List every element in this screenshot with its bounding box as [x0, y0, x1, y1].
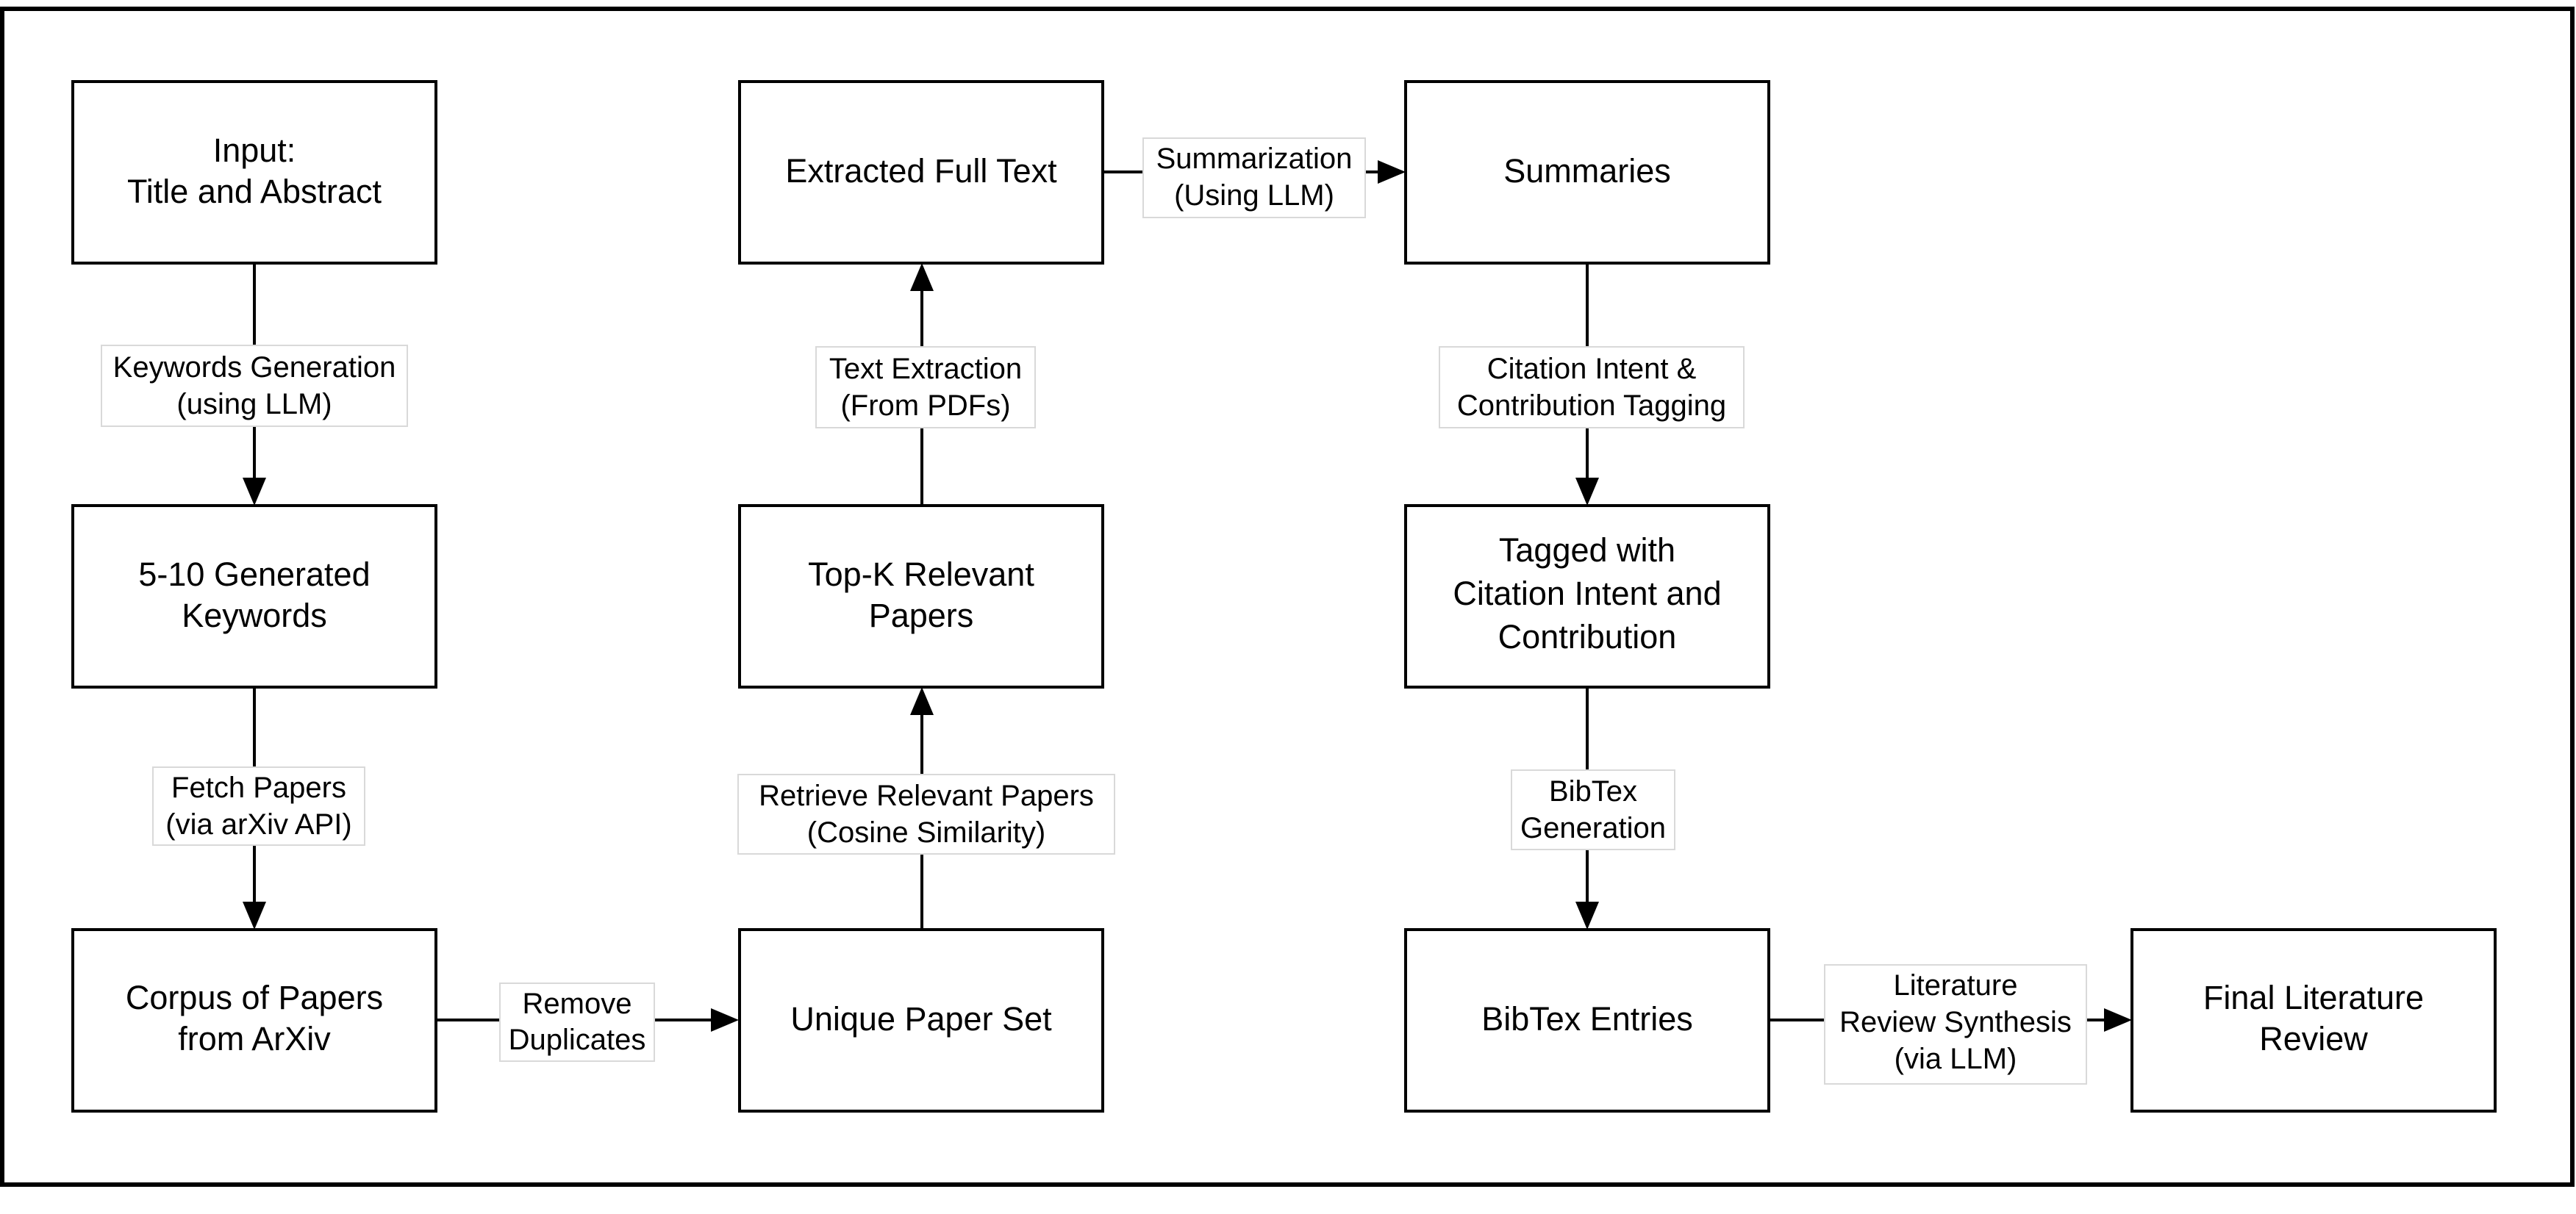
label-line: Contribution Tagging — [1457, 389, 1726, 422]
node-line: 5-10 Generated — [138, 556, 370, 593]
label-line: (using LLM) — [176, 388, 332, 420]
label-line: Summarization — [1156, 143, 1353, 175]
node-summaries: Summaries — [1404, 80, 1770, 265]
label-review-synthesis: Literature Review Synthesis (via LLM) — [1824, 964, 2087, 1085]
arrowhead — [910, 687, 934, 715]
arrowhead — [1575, 902, 1599, 930]
label-line: Fetch Papers — [171, 772, 346, 804]
node-bibtex-entries: BibTex Entries — [1404, 928, 1770, 1113]
node-line: Final Literature — [2203, 979, 2424, 1016]
label-line: Literature — [1894, 969, 2018, 1002]
arrowhead — [2104, 1008, 2132, 1032]
arrowhead — [910, 263, 934, 291]
node-topk: Top-K Relevant Papers — [738, 504, 1104, 689]
label-line: (From PDFs) — [840, 389, 1010, 422]
label-line: Generation — [1520, 812, 1666, 844]
node-line: Unique Paper Set — [790, 1000, 1052, 1038]
node-line: Tagged with — [1499, 531, 1675, 569]
label-line: Text Extraction — [829, 353, 1022, 385]
node-keywords: 5-10 Generated Keywords — [71, 504, 437, 689]
node-unique-papers: Unique Paper Set — [738, 928, 1104, 1113]
node-full-text: Extracted Full Text — [738, 80, 1104, 265]
node-line: Contribution — [1498, 618, 1677, 656]
label-bibtex-generation: BibTex Generation — [1511, 769, 1675, 850]
arrowhead — [243, 902, 266, 930]
label-line: (via arXiv API) — [165, 808, 351, 841]
node-line: from ArXiv — [178, 1020, 331, 1057]
label-line: Retrieve Relevant Papers — [759, 780, 1094, 812]
node-final-review: Final Literature Review — [2130, 928, 2497, 1113]
label-line: (Cosine Similarity) — [807, 816, 1046, 849]
label-keywords-generation: Keywords Generation (using LLM) — [101, 345, 408, 427]
label-line: BibTex — [1549, 775, 1637, 808]
arrowhead — [243, 478, 266, 506]
label-line: Keywords Generation — [113, 351, 396, 384]
node-corpus: Corpus of Papers from ArXiv — [71, 928, 437, 1113]
label-line: Citation Intent & — [1487, 353, 1697, 385]
node-line: Papers — [869, 597, 974, 634]
label-remove-duplicates: Remove Duplicates — [499, 983, 655, 1062]
label-retrieve-relevant: Retrieve Relevant Papers (Cosine Similar… — [737, 774, 1115, 855]
label-line: Duplicates — [509, 1024, 646, 1056]
node-input: Input: Title and Abstract — [71, 80, 437, 265]
label-citation-tagging: Citation Intent & Contribution Tagging — [1439, 346, 1745, 428]
node-line: Corpus of Papers — [126, 979, 383, 1016]
node-line: Summaries — [1503, 152, 1671, 190]
label-summarization: Summarization (Using LLM) — [1142, 137, 1366, 218]
node-line: Review — [2259, 1020, 2368, 1057]
node-line: Keywords — [182, 597, 327, 634]
label-fetch-papers: Fetch Papers (via arXiv API) — [152, 766, 365, 846]
node-line: Top-K Relevant — [808, 556, 1034, 593]
label-line: Remove — [523, 988, 632, 1020]
node-line: Input: — [213, 132, 296, 169]
node-line: Citation Intent and — [1453, 575, 1721, 612]
arrowhead — [1575, 478, 1599, 506]
node-line: Extracted Full Text — [785, 152, 1057, 190]
label-line: Review Synthesis — [1839, 1006, 2072, 1038]
arrowhead — [1378, 160, 1406, 184]
node-tagged: Tagged with Citation Intent and Contribu… — [1404, 504, 1770, 689]
arrowhead — [711, 1008, 739, 1032]
label-line: (via LLM) — [1895, 1043, 2017, 1075]
label-text-extraction: Text Extraction (From PDFs) — [815, 346, 1036, 428]
node-line: BibTex Entries — [1481, 1000, 1693, 1038]
label-line: (Using LLM) — [1174, 179, 1334, 212]
node-line: Title and Abstract — [127, 173, 382, 210]
